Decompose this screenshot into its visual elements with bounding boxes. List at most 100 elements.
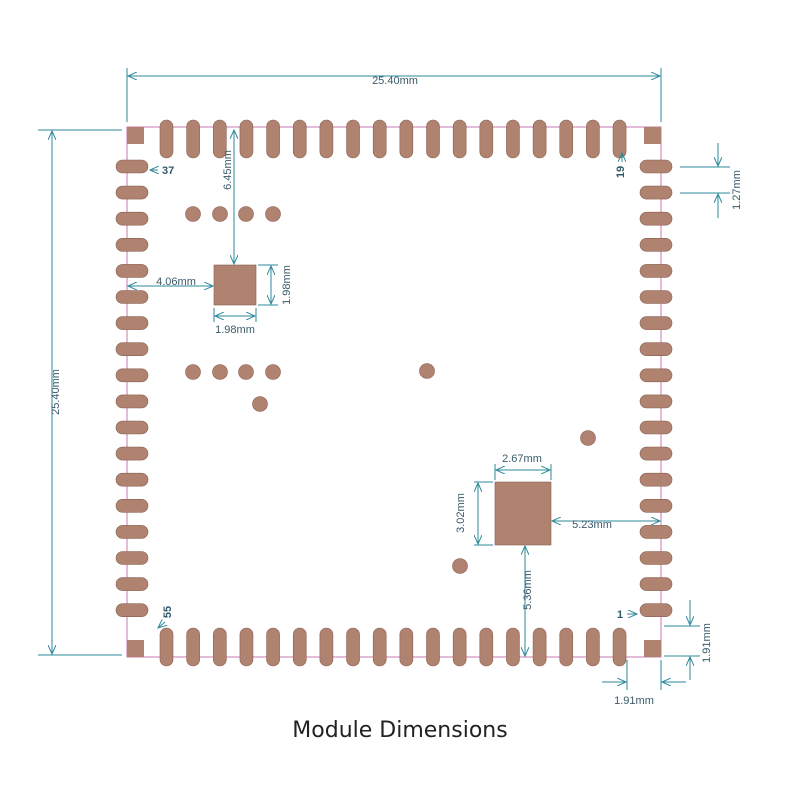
right-pad	[639, 498, 673, 513]
left-pad	[115, 185, 149, 200]
round-pad	[185, 364, 201, 380]
bottom-pad	[479, 627, 494, 667]
left-pad	[115, 577, 149, 591]
top-pad	[612, 119, 627, 159]
right-pad	[639, 472, 673, 487]
bottom-pad	[559, 627, 574, 667]
round-pad	[238, 206, 254, 222]
top-pad	[266, 119, 280, 159]
right-pad	[639, 238, 673, 252]
right-pad	[639, 368, 673, 383]
top-pad	[479, 119, 494, 159]
dim-large-pad-right-label: 5.23mm	[572, 519, 612, 531]
dim-small-pad-height-label: 1.98mm	[281, 265, 293, 305]
right-pad	[639, 342, 673, 357]
right-pad	[639, 446, 673, 461]
dim-large-pad-bottom-label: 5.36mm	[522, 570, 534, 610]
pin-label-37: 37	[162, 165, 174, 177]
large-square-pad	[494, 481, 552, 546]
bottom-pad	[399, 627, 414, 667]
left-pad	[115, 342, 149, 357]
module-outline	[126, 126, 662, 658]
bottom-pad	[452, 627, 467, 667]
bottom-pad	[612, 627, 627, 667]
dim-large-pad-width-label: 2.67mm	[502, 453, 542, 465]
left-pad	[115, 159, 149, 174]
top-pad	[346, 119, 360, 159]
top-pad	[372, 119, 387, 159]
bottom-pad	[586, 627, 600, 667]
corner-pad	[644, 127, 661, 144]
top-pad	[586, 119, 600, 159]
right-pad	[639, 316, 673, 330]
left-pad	[115, 290, 149, 304]
left-pad	[115, 603, 149, 618]
round-pad	[212, 206, 228, 222]
right-pad	[639, 577, 673, 591]
dim-large-pad-height-label: 3.02mm	[455, 493, 467, 533]
pin-55-pointer	[158, 622, 165, 628]
round-pad	[265, 206, 281, 222]
bottom-pad	[372, 627, 387, 667]
round-pad	[419, 363, 435, 379]
top-pad	[319, 119, 334, 159]
small-square-pad	[213, 264, 257, 306]
top-pad	[506, 119, 520, 159]
top-pad	[159, 119, 174, 159]
round-pad	[580, 430, 596, 446]
left-pad	[115, 472, 149, 487]
left-pad	[115, 420, 149, 435]
bottom-pad	[239, 627, 254, 667]
bottom-pad	[266, 627, 280, 667]
dim-corner-vertical-label: 1.91mm	[701, 623, 713, 663]
round-pad	[265, 364, 281, 380]
pin-label-1: 1	[617, 609, 623, 621]
bottom-pad	[346, 627, 360, 667]
dim-small-pad-left-label: 4.06mm	[156, 276, 196, 288]
bottom-pad	[506, 627, 520, 667]
left-pad	[115, 525, 149, 539]
bottom-pad	[532, 627, 547, 667]
right-pad	[639, 159, 673, 174]
top-pad	[452, 119, 467, 159]
bottom-pad	[213, 627, 227, 667]
right-pad	[639, 394, 673, 409]
right-pad	[639, 185, 673, 200]
round-pad	[238, 364, 254, 380]
right-pad	[639, 551, 673, 565]
top-pad	[426, 119, 440, 159]
dim-small-pad-width-label: 1.98mm	[215, 324, 255, 336]
left-pad	[115, 238, 149, 252]
top-pad	[239, 119, 254, 159]
right-pad	[639, 264, 673, 278]
bottom-pad	[292, 627, 307, 667]
top-pad	[532, 119, 547, 159]
dim-corner-horizontal-label: 1.91mm	[614, 695, 654, 707]
right-pad	[639, 525, 673, 539]
top-pad	[399, 119, 414, 159]
pad-group	[115, 119, 673, 667]
dim-small-pad-top-label: 6.45mm	[222, 150, 234, 190]
right-pad	[639, 290, 673, 304]
corner-pad	[644, 640, 661, 657]
bottom-pad	[186, 627, 200, 667]
left-pad	[115, 551, 149, 565]
pin-label-19: 19	[615, 166, 627, 178]
top-pad	[213, 119, 227, 159]
pin-label-55: 55	[162, 606, 174, 618]
round-pad	[252, 396, 268, 412]
left-pad	[115, 211, 149, 226]
dim-height-label: 25.40mm	[50, 369, 62, 415]
corner-pad	[127, 127, 144, 144]
bottom-pad	[426, 627, 440, 667]
top-pad	[559, 119, 574, 159]
round-pad	[185, 206, 201, 222]
diagram-caption: Module Dimensions	[292, 718, 508, 743]
round-pad	[452, 558, 468, 574]
left-pad	[115, 316, 149, 330]
left-pad	[115, 264, 149, 278]
dim-pitch-label: 1.27mm	[731, 170, 743, 210]
left-pad	[115, 394, 149, 409]
bottom-pad	[159, 627, 174, 667]
